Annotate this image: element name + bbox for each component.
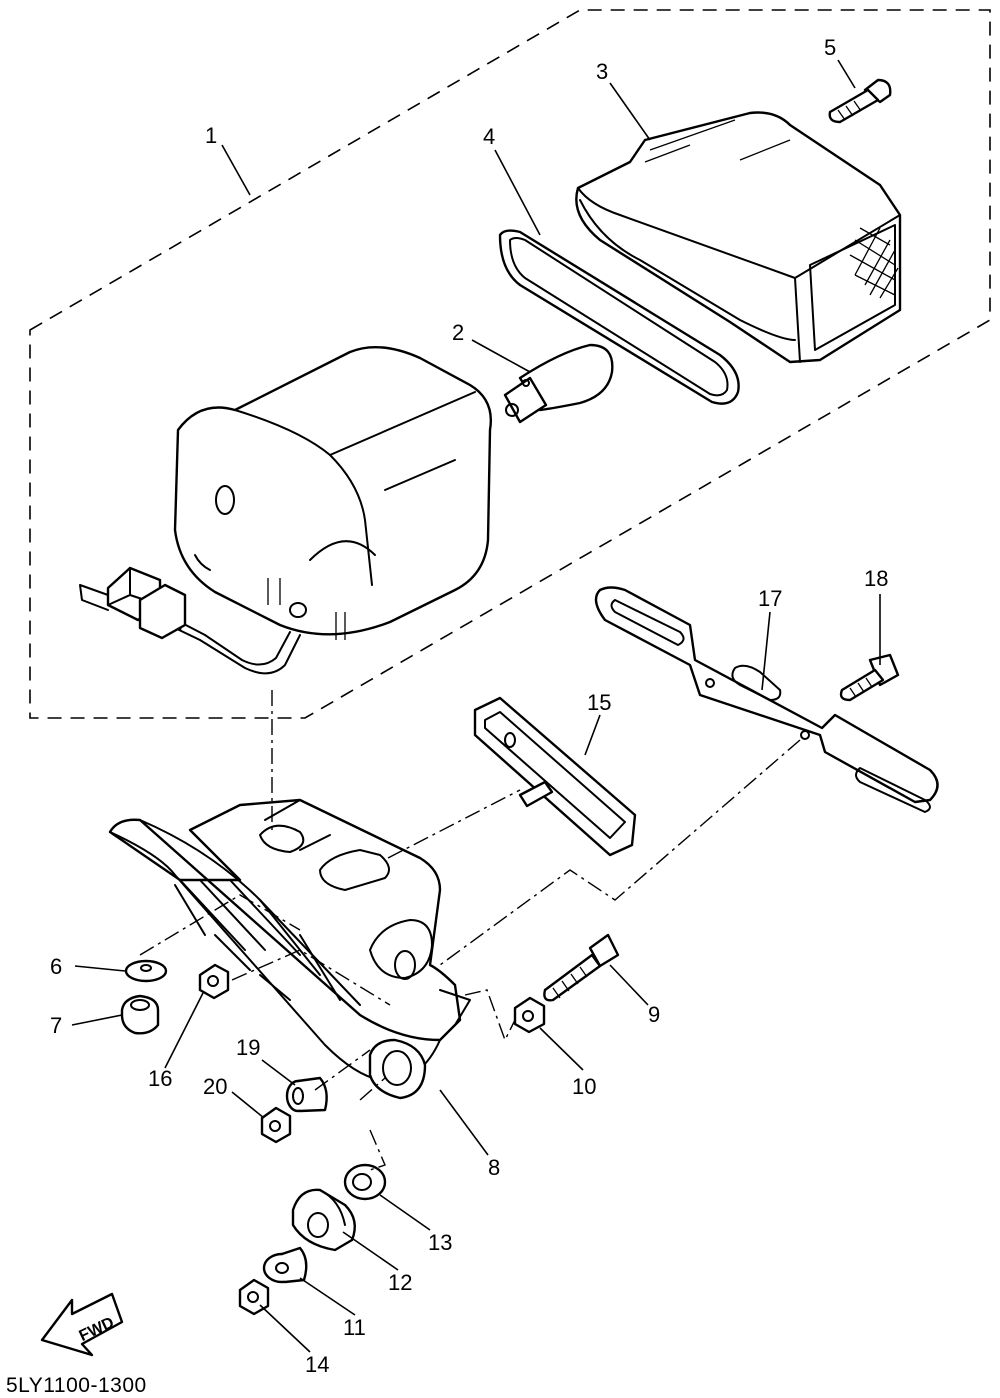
gasket: [498, 229, 740, 405]
leader-lines: [71, 59, 881, 1353]
collar-11: [262, 1246, 308, 1284]
callout-11: 11: [343, 1315, 366, 1340]
callout-5: 5: [824, 35, 836, 60]
part-code: 5LY1100-1300: [6, 1374, 147, 1397]
callout-6: 6: [50, 954, 62, 979]
callout-18: 18: [864, 566, 888, 591]
callout-9: 9: [648, 1002, 660, 1027]
rear-fender: [108, 798, 471, 1100]
callout-1: 1: [205, 123, 217, 148]
nut-16: [198, 963, 230, 1000]
callout-13: 13: [428, 1230, 452, 1255]
callout-10: 10: [572, 1074, 596, 1099]
nut-7: [120, 994, 160, 1035]
callout-16: 16: [148, 1066, 172, 1091]
callout-4: 4: [483, 124, 495, 149]
callout-3: 3: [596, 59, 608, 84]
callout-12: 12: [388, 1270, 412, 1295]
tail-light-body: [79, 346, 492, 675]
assembly-lines: [139, 690, 801, 1171]
callout-7: 7: [50, 1013, 62, 1038]
callout-2: 2: [452, 320, 464, 345]
license-plate-bracket: [594, 586, 939, 813]
bolt: [839, 653, 900, 702]
washer-13: [343, 1163, 387, 1201]
lens: [575, 111, 902, 364]
collar-6: [124, 959, 168, 983]
screw: [828, 78, 892, 124]
bolt-9: [543, 933, 620, 1002]
assembly-boundary: [29, 9, 991, 719]
license-lamp: [473, 696, 637, 857]
callout-labels: 1 2 3 4 5 6 7 8 9 10 11 12 13 14 15 16 1…: [50, 35, 888, 1377]
callout-15: 15: [587, 690, 611, 715]
nut-20: [260, 1106, 292, 1144]
damper-12: [291, 1188, 356, 1252]
callout-20: 20: [203, 1074, 227, 1099]
nut-10: [513, 996, 546, 1034]
callout-17: 17: [758, 586, 782, 611]
forward-direction-arrow: FWD: [40, 1292, 124, 1357]
callout-8: 8: [488, 1155, 500, 1180]
callout-14: 14: [305, 1352, 329, 1377]
bulb: [503, 343, 614, 424]
callout-19: 19: [236, 1035, 260, 1060]
